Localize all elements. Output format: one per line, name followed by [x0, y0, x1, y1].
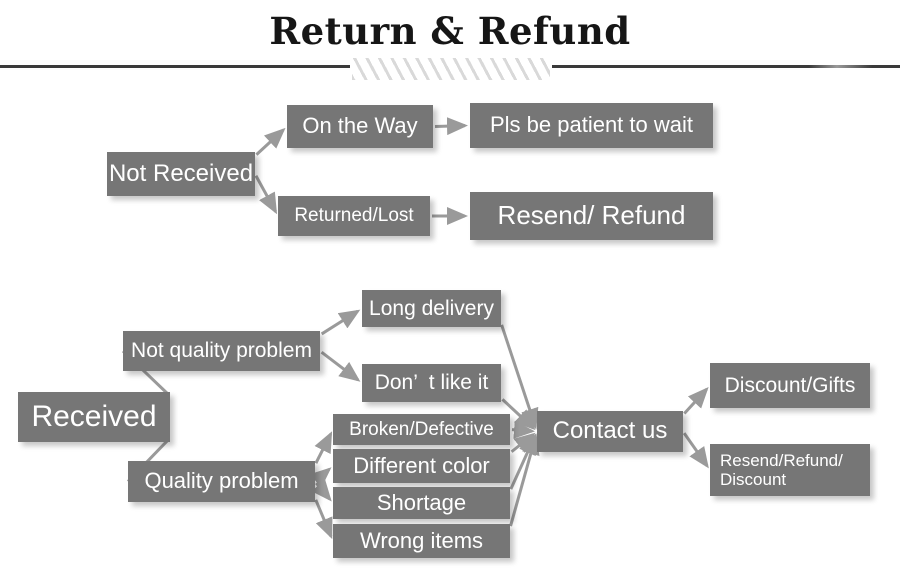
flow-node-quality: Quality problem: [128, 461, 315, 502]
flow-node-pls-be-patient: Pls be patient to wait: [470, 103, 713, 148]
flow-edge-quality-to-wrong-items: [314, 499, 333, 540]
flow-node-discount-gifts: Discount/Gifts: [710, 363, 870, 408]
flow-node-returned-lost: Returned/Lost: [278, 196, 430, 236]
flow-edge-quality-to-different-color: [309, 467, 332, 488]
page-title: Return & Refund: [269, 9, 631, 53]
flow-edge-not-quality-to-dont-like-it: [320, 351, 361, 382]
flow-node-resend-discount: Resend/Refund/ Discount: [710, 444, 870, 496]
flow-node-different-color: Different color: [333, 449, 510, 483]
flow-edge-on-the-way-to-pls-be-patient: [434, 117, 469, 136]
divider-rule-left: [0, 65, 350, 68]
flow-edge-different-color-to-contact-us: [510, 432, 536, 453]
divider-rule-right: [552, 65, 900, 68]
flow-node-shortage: Shortage: [333, 487, 510, 519]
flow-node-broken: Broken/Defective: [333, 414, 510, 445]
flow-node-on-the-way: On the Way: [287, 105, 433, 148]
flow-edge-shortage-to-contact-us: [509, 433, 537, 490]
flow-edge-not-received-to-on-the-way: [255, 127, 286, 156]
flow-node-received: Received: [18, 392, 170, 442]
flow-node-dont-like-it: Don’ t like it: [362, 364, 501, 402]
flow-node-not-received: Not Received: [107, 152, 255, 196]
divider-hatch-pattern: [352, 58, 550, 80]
flow-node-contact-us: Contact us: [537, 411, 683, 452]
flow-edge-wrong-items-to-contact-us: [509, 433, 540, 527]
flow-node-resend-refund: Resend/ Refund: [470, 192, 713, 240]
decorative-divider: [0, 58, 900, 80]
flow-edge-contact-us-to-discount-gifts: [683, 386, 709, 415]
flow-node-wrong-items: Wrong items: [333, 524, 510, 558]
flow-edge-not-quality-to-long-delivery: [320, 309, 361, 336]
flow-node-not-quality: Not quality problem: [123, 331, 320, 371]
flow-edge-long-delivery-to-contact-us: [500, 324, 539, 430]
flow-edge-quality-to-shortage: [311, 479, 332, 502]
flow-edge-contact-us-to-resend-discount: [682, 432, 709, 469]
flow-edge-quality-to-broken: [314, 431, 333, 464]
flow-edge-not-received-to-returned-lost: [254, 175, 278, 215]
divider-rule-highlight: [760, 65, 900, 68]
flow-node-long-delivery: Long delivery: [362, 290, 501, 327]
flow-edge-broken-to-contact-us: [511, 420, 536, 439]
page-header: Return & Refund: [0, 0, 900, 90]
